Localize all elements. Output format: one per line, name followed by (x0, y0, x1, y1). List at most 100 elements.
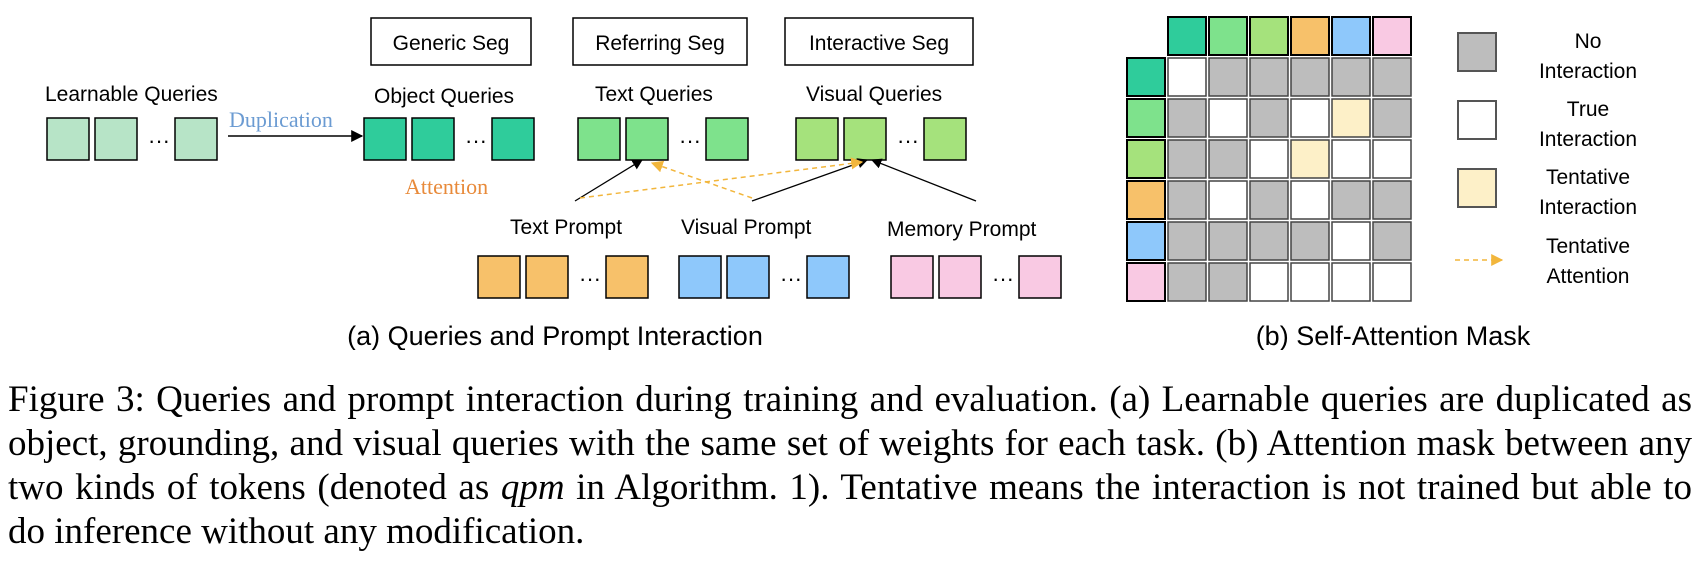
mask-cell (1208, 262, 1248, 302)
mask-cell (1331, 221, 1371, 261)
object-query-square (363, 117, 407, 161)
caption-part-2: in Algorithm. 1). Tentative means the in… (8, 467, 1692, 552)
mask-cell (1249, 221, 1289, 261)
object-query-ellipsis: ··· (465, 128, 487, 153)
panel-b-self-attention-mask: NoInteractionTrueInteractionTentativeInt… (1126, 16, 1637, 350)
memory-prompt-label: Memory Prompt (887, 218, 1037, 241)
mask-cell (1167, 57, 1207, 97)
tentative-text-to-visual-arrow (579, 157, 864, 199)
learnable-queries-row: ··· (46, 117, 218, 161)
legend-no-line1: No (1575, 30, 1602, 53)
mask-cell (1249, 98, 1289, 138)
visual-query-square (923, 117, 967, 161)
mask-cell (1331, 98, 1371, 138)
mask-cell (1208, 180, 1248, 220)
referring-seg-box: Referring Seg (572, 17, 748, 66)
panel-a-title: (a) Queries and Prompt Interaction (347, 321, 763, 350)
panel-b-title: (b) Self-Attention Mask (1256, 321, 1531, 350)
learnable-query-ellipsis: ··· (148, 128, 170, 153)
mask-cell (1290, 262, 1330, 302)
mask-cell (1290, 98, 1330, 138)
visual-prompt-square (726, 255, 770, 299)
text-queries-label: Text Queries (595, 83, 713, 106)
referring-seg-label: Referring Seg (595, 32, 725, 55)
mask-cell (1249, 180, 1289, 220)
learnable-query-square (46, 117, 90, 161)
attention-label: Attention (405, 174, 488, 199)
interactive-seg-label: Interactive Seg (809, 32, 949, 55)
text-prompt-ellipsis: ··· (579, 266, 601, 291)
memory-prompt-row: ··· (890, 255, 1062, 299)
mask-header-cell (1249, 16, 1289, 56)
legend-no-line2: Interaction (1539, 60, 1637, 83)
memory-prompt-ellipsis: ··· (992, 266, 1014, 291)
generic-seg-label: Generic Seg (393, 32, 510, 55)
object-query-square (491, 117, 535, 161)
text-prompt-square (605, 255, 649, 299)
mask-cell (1167, 180, 1207, 220)
legend-true-swatch (1457, 100, 1497, 140)
legend-tentative-line2: Interaction (1539, 196, 1637, 219)
memory-prompt-square (890, 255, 934, 299)
tentative-visual-to-text-arrow (650, 160, 753, 199)
caption-part-1: Figure 3: Queries and prompt interaction… (8, 379, 1692, 508)
visual-queries-label: Visual Queries (806, 83, 942, 106)
mask-header-row (1167, 16, 1412, 56)
mask-cell (1208, 139, 1248, 179)
memory-prompt-square (938, 255, 982, 299)
text-prompt-square (525, 255, 569, 299)
mask-side-cell (1126, 221, 1166, 261)
mask-cell (1208, 57, 1248, 97)
visual-prompt-ellipsis: ··· (780, 266, 802, 291)
mask-header-cell (1167, 16, 1207, 56)
mask-cell (1167, 139, 1207, 179)
mask-cell (1167, 221, 1207, 261)
mask-side-cell (1126, 139, 1166, 179)
mask-cell (1372, 221, 1412, 261)
visual-prompt-square (806, 255, 850, 299)
text-query-square (705, 117, 749, 161)
visual-prompt-square (678, 255, 722, 299)
mask-cell (1372, 98, 1412, 138)
mask-side-cell (1126, 98, 1166, 138)
mask-header-cell (1290, 16, 1330, 56)
generic-seg-box: Generic Seg (370, 17, 532, 66)
mask-cell (1249, 262, 1289, 302)
text-query-ellipsis: ··· (679, 128, 701, 153)
mask-cell (1290, 57, 1330, 97)
mask-cell (1167, 262, 1207, 302)
legend-attention-line2: Attention (1547, 265, 1630, 288)
visual-prompt-to-visual-queries-arrow (751, 158, 868, 202)
text-query-square (577, 117, 621, 161)
learnable-query-square (174, 117, 218, 161)
visual-prompt-row: ··· (678, 255, 850, 299)
mask-cell (1372, 139, 1412, 179)
mask-legend: NoInteractionTrueInteractionTentativeInt… (1455, 30, 1637, 288)
text-prompt-row: ··· (477, 255, 649, 299)
mask-cell (1290, 180, 1330, 220)
legend-true-line2: Interaction (1539, 128, 1637, 151)
mask-cell (1372, 57, 1412, 97)
legend-tentative-line1: Tentative (1546, 166, 1630, 189)
mask-cell (1249, 139, 1289, 179)
mask-side-cell (1126, 57, 1166, 97)
legend-tentative-swatch (1457, 168, 1497, 208)
object-query-square (411, 117, 455, 161)
mask-cell (1167, 98, 1207, 138)
visual-query-ellipsis: ··· (897, 128, 919, 153)
mask-cell (1208, 221, 1248, 261)
visual-queries-row: ··· (795, 117, 967, 161)
object-queries-label: Object Queries (374, 85, 514, 108)
visual-query-square (795, 117, 839, 161)
legend-attention-line1: Tentative (1546, 235, 1630, 258)
memory-prompt-to-visual-queries-arrow (871, 158, 977, 202)
visual-query-square (843, 117, 887, 161)
object-queries-row: ··· (363, 117, 535, 161)
mask-cell (1331, 262, 1371, 302)
text-prompt-to-text-queries-arrow (574, 159, 643, 202)
mask-cell (1372, 262, 1412, 302)
mask-header-cell (1208, 16, 1248, 56)
mask-header-cell (1331, 16, 1371, 56)
text-query-square (625, 117, 669, 161)
learnable-queries-label: Learnable Queries (45, 83, 218, 106)
